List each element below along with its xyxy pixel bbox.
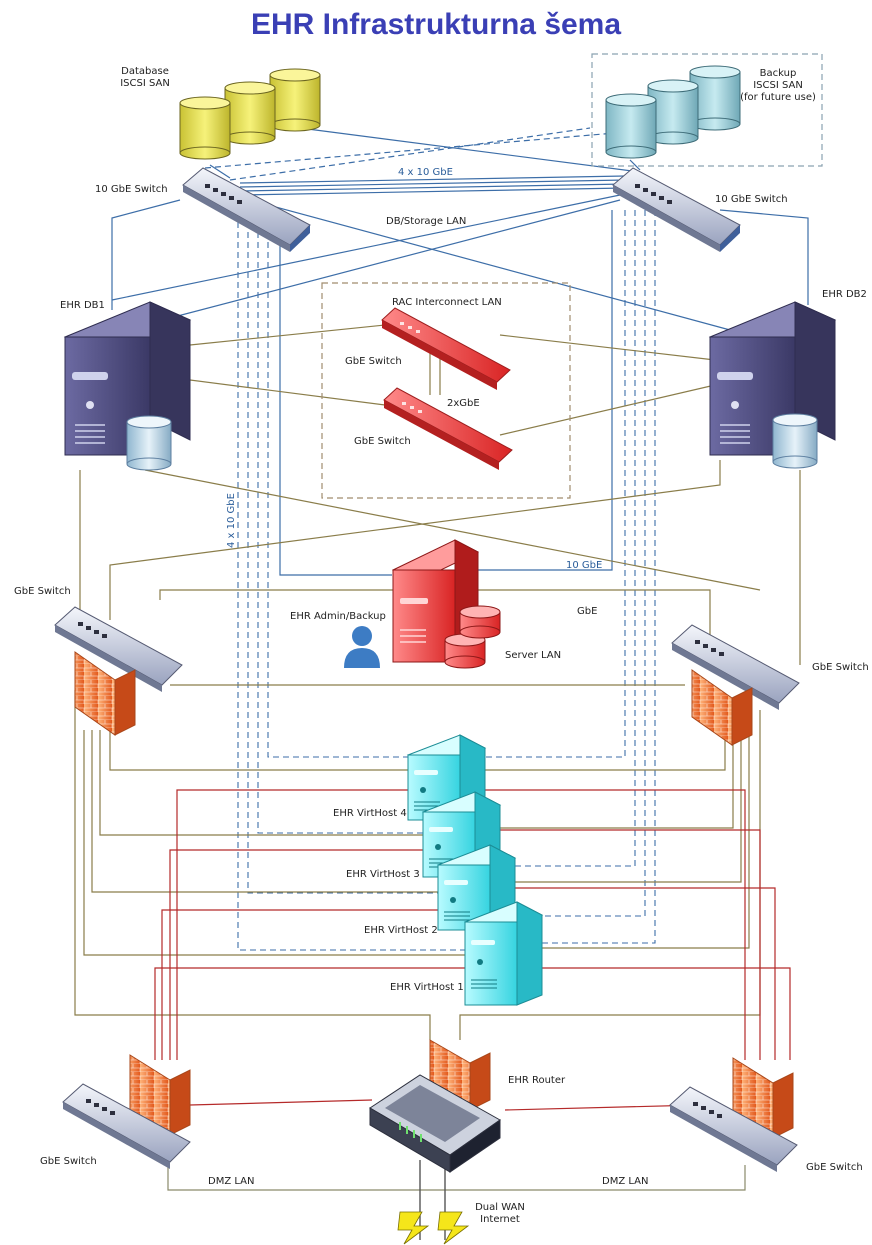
admin-backup-label: EHR Admin/Backup — [290, 611, 386, 622]
rac-interconnect-group — [321, 282, 571, 499]
lightning-icon — [397, 1211, 470, 1245]
db1-label: EHR DB1 — [60, 300, 105, 311]
virthost-1-label: EHR VirtHost 1 — [390, 982, 464, 993]
server-lan-label: Server LAN — [505, 650, 562, 661]
page-title: EHR Infrastrukturna šema — [250, 8, 622, 41]
rac-interconnect-label: RAC Interconnect LAN — [392, 297, 502, 308]
lan-links — [74, 460, 801, 1040]
switch-10gbe-left-label: 10 GbE Switch — [95, 184, 168, 195]
db-san-label: Database ISCSI SAN — [120, 66, 170, 89]
admin-user-icon — [344, 626, 380, 668]
vertical-4x10gbe-label: 4 x 10 GbE — [226, 493, 237, 548]
db2-server-icon — [708, 301, 837, 456]
switch-10gbe-right-label: 10 GbE Switch — [715, 194, 788, 205]
ten-gbe-label: 10 GbE — [566, 560, 603, 571]
gbe-switch-bottom-right-icon — [669, 1086, 798, 1172]
db-cylinder-1 — [179, 96, 231, 160]
rac-switch-2-label: GbE Switch — [354, 436, 411, 447]
router-label: EHR Router — [508, 1075, 566, 1086]
two-gbe-label: 2xGbE — [447, 398, 480, 409]
db-storage-lan-label: DB/Storage LAN — [386, 216, 467, 227]
backup-san-label: Backup ISCSI SAN (for future use) — [740, 68, 816, 103]
db2-label: EHR DB2 — [822, 289, 867, 300]
rac-switch-2-icon — [383, 387, 513, 470]
backup-san-group — [591, 53, 823, 167]
db2-disk-icon — [772, 413, 818, 469]
gbe-label: GbE — [577, 606, 598, 617]
database-san-icon — [179, 68, 321, 160]
admin-disk-icon — [444, 605, 501, 669]
virthost-3-label: EHR VirtHost 3 — [346, 869, 420, 880]
dmz-links — [154, 789, 791, 1111]
dmz-lan-left-label: DMZ LAN — [208, 1176, 255, 1187]
firewall-right-icon — [691, 669, 753, 746]
gbe-switch-bottom-left-icon — [62, 1083, 191, 1169]
wan-label: Dual WAN Internet — [475, 1202, 525, 1225]
rac-switch-1-icon — [381, 307, 511, 390]
virthost-4-label: EHR VirtHost 4 — [333, 808, 407, 819]
link-4x10gbe-label: 4 x 10 GbE — [398, 167, 453, 178]
dmz-lan-links — [167, 1165, 746, 1191]
db-cylinder-3 — [269, 68, 321, 132]
switch-10gbe-right-icon — [612, 167, 741, 252]
dashed-storage-links — [237, 210, 656, 951]
virthost-2-label: EHR VirtHost 2 — [364, 925, 438, 936]
virthost-1-icon — [463, 901, 544, 1006]
db-cylinder-2 — [224, 81, 276, 145]
gbe-switch-right-label: GbE Switch — [812, 662, 869, 673]
rac-links — [189, 324, 716, 436]
gbe-switch-bottom-right-label: GbE Switch — [806, 1162, 863, 1173]
firewall-left-icon — [74, 651, 136, 736]
backup-san-icon — [605, 65, 741, 159]
gbe-switch-bottom-left-label: GbE Switch — [40, 1156, 97, 1167]
dmz-lan-right-label: DMZ LAN — [602, 1176, 649, 1187]
backup-cylinder-1 — [605, 93, 657, 159]
switch-10gbe-left-icon — [182, 167, 311, 252]
gbe-switch-left-label: GbE Switch — [14, 586, 71, 597]
rac-switch-1-label: GbE Switch — [345, 356, 402, 367]
db1-server-icon — [63, 301, 192, 456]
db1-disk-icon — [126, 415, 172, 471]
storage-links — [111, 127, 809, 576]
virthost-3-icon — [421, 791, 502, 878]
router-icon — [369, 1074, 501, 1173]
